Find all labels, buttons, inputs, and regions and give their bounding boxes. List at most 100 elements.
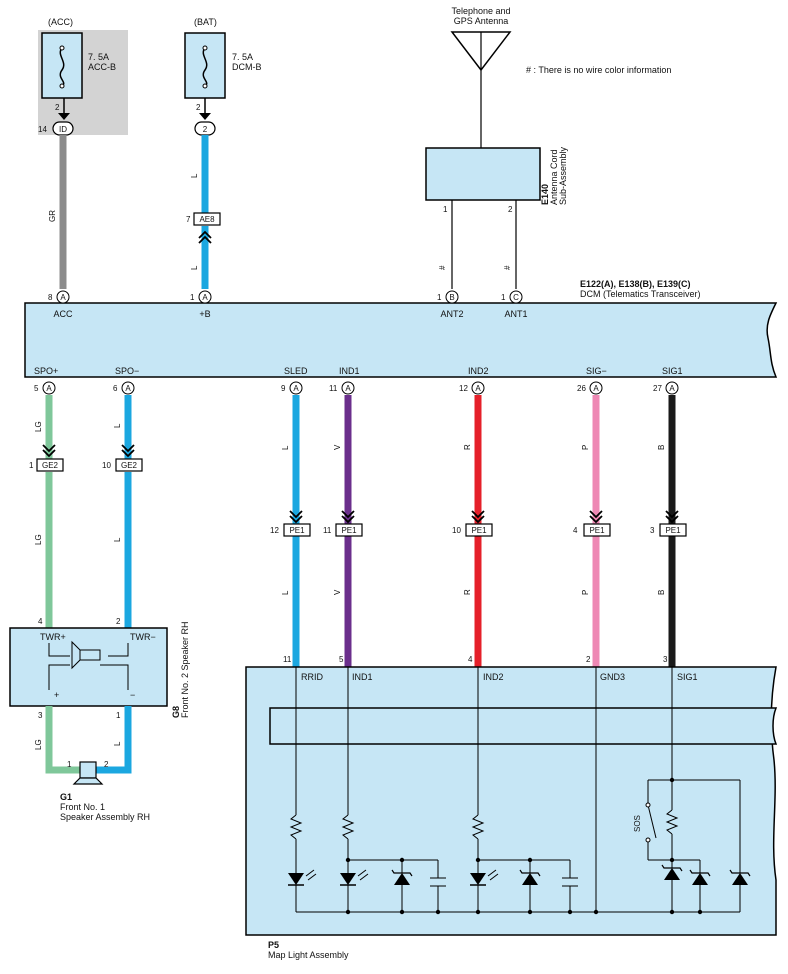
ae8-pin: 7 — [186, 215, 191, 224]
svg-text:9: 9 — [281, 384, 286, 393]
g8-out-minus: − — [130, 690, 135, 700]
g8-minus-output-wire — [96, 706, 132, 774]
pe1-connector — [283, 523, 311, 537]
ge2-connector — [115, 458, 143, 472]
svg-text:RRID: RRID — [301, 672, 323, 682]
ind2-wire-color-lower: R — [463, 589, 472, 595]
svg-text:26: 26 — [577, 384, 586, 393]
fuse-symbol-icon — [59, 47, 65, 87]
sig-minus-wire-color-upper: P — [581, 445, 590, 450]
ge2-connector — [36, 458, 64, 472]
zener-diode-icon — [689, 869, 711, 885]
svg-text:PE1: PE1 — [289, 526, 305, 535]
svg-text:IND2: IND2 — [468, 366, 489, 376]
spo-plus-wire-color-upper: LG — [34, 421, 43, 432]
svg-text:SIG−: SIG− — [586, 366, 607, 376]
sig1-wire-color-upper: B — [657, 445, 666, 450]
ant2-wire-color: # — [438, 265, 447, 270]
zener-diode-icon — [729, 869, 751, 885]
sled-wire-color-lower: L — [281, 590, 290, 595]
zener-diode-icon — [661, 864, 683, 892]
dcm-top-pin: C 1 ANT1 — [501, 290, 528, 319]
zener-diode-icon — [391, 869, 413, 885]
svg-text:ID: ID — [59, 125, 67, 134]
p5-pin: 3 SIG1 — [663, 655, 698, 682]
g8-minus-wire-color: L — [113, 741, 122, 746]
p5-pin: 2 GND3 — [586, 655, 625, 682]
no-color-note: # : There is no wire color information — [526, 65, 671, 75]
dcm-name: DCM (Telematics Transceiver) — [580, 289, 701, 299]
dcm-body — [24, 302, 778, 378]
ge2-pin: 1 — [29, 461, 34, 470]
sled-wire-color-upper: L — [281, 445, 290, 450]
e140-name-line1: Antenna Cord — [549, 149, 559, 205]
svg-text:IND2: IND2 — [483, 672, 504, 682]
g8-label-minus: TWR− — [130, 632, 156, 642]
e140-antenna-cord — [425, 147, 541, 201]
svg-text:A: A — [46, 384, 52, 393]
svg-text:8: 8 — [48, 293, 53, 302]
junction-dots — [345, 777, 703, 915]
svg-text:SIG1: SIG1 — [677, 672, 698, 682]
pe1-pin: 4 — [573, 526, 578, 535]
svg-text:11: 11 — [283, 655, 292, 664]
sig-minus-wire-color-lower: P — [581, 590, 590, 595]
sig1-wire-color-lower: B — [657, 590, 666, 595]
svg-text:GE2: GE2 — [121, 461, 138, 470]
pe1-connector — [465, 523, 493, 537]
speaker-icon — [72, 761, 104, 785]
pe1-connector — [583, 523, 611, 537]
acc-junction-pin: 14 — [38, 125, 47, 134]
g1-pin1: 1 — [67, 760, 72, 769]
pe1-pin: 3 — [650, 526, 655, 535]
svg-text:+B: +B — [199, 309, 210, 319]
ge2-pin: 10 — [102, 461, 111, 470]
spo-minus-wire-color-lower: L — [113, 537, 122, 542]
dcm-bottom-pin: SLED A 9 — [281, 366, 308, 395]
g8-plus-output-wire — [45, 706, 80, 774]
antenna-label-line2: GPS Antenna — [454, 16, 509, 26]
ind1-wire-color-lower: V — [333, 589, 342, 595]
svg-text:A: A — [475, 384, 481, 393]
svg-text:2: 2 — [586, 655, 591, 664]
svg-text:IND1: IND1 — [339, 366, 360, 376]
e140-id: E140 — [540, 184, 550, 205]
svg-text:2: 2 — [203, 125, 208, 134]
bat-fuse-pin: 2 — [196, 103, 201, 112]
ind1-wire-color-upper: V — [333, 444, 342, 450]
bat-wire-color-lower: L — [190, 265, 199, 270]
ind2-wire-color-upper: R — [463, 444, 472, 450]
svg-text:PE1: PE1 — [665, 526, 681, 535]
svg-text:C: C — [513, 293, 519, 302]
p5-pin: 4 IND2 — [468, 655, 504, 682]
led-icon — [340, 869, 369, 886]
svg-text:ACC: ACC — [53, 309, 73, 319]
svg-text:5: 5 — [34, 384, 39, 393]
dcm-bottom-pin: SPO+ A 5 — [34, 366, 58, 395]
dcm-top-pin: A 8 ACC — [48, 290, 73, 319]
g1-name-line1: Front No. 1 — [60, 802, 105, 812]
g1-name-line2: Speaker Assembly RH — [60, 812, 150, 822]
svg-text:IND1: IND1 — [352, 672, 373, 682]
g1-pin2: 2 — [104, 760, 109, 769]
ant1-wire-color: # — [503, 265, 512, 270]
acc-fuse-rating: 7. 5A — [88, 52, 109, 62]
bat-supply-label: (BAT) — [194, 17, 217, 27]
g8-speaker — [9, 627, 168, 707]
svg-text:A: A — [60, 293, 66, 302]
svg-text:A: A — [293, 384, 299, 393]
zener-diode-icon — [519, 869, 541, 885]
g8-plus-wire-color: LG — [34, 739, 43, 750]
p5-id: P5 — [268, 940, 279, 950]
dcm-bottom-pin: SIG− A 26 — [577, 366, 607, 395]
led-icon — [470, 869, 499, 886]
fuse-symbol-icon — [202, 47, 208, 87]
svg-text:27: 27 — [653, 384, 662, 393]
svg-text:11: 11 — [329, 384, 338, 393]
svg-text:SPO−: SPO− — [115, 366, 139, 376]
p5-pin: 11 RRID — [283, 655, 323, 682]
spo-plus-wire-color-lower: LG — [34, 534, 43, 545]
dcm-bottom-pin: SIG1 A 27 — [653, 366, 683, 395]
svg-text:4: 4 — [468, 655, 473, 664]
g8-pin-minus-in: 2 — [116, 617, 121, 626]
